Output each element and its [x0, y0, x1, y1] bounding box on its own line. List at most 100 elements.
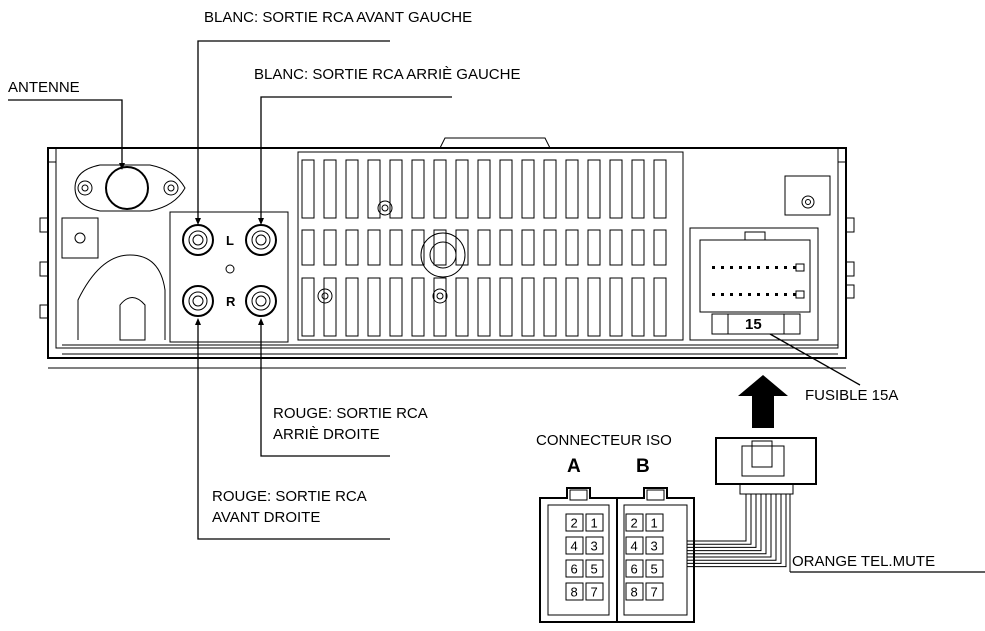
label-orange-tel-mute: ORANGE TEL.MUTE — [792, 553, 935, 570]
iso-pin: 1 — [645, 513, 664, 532]
iso-label-b: B — [636, 456, 650, 477]
iso-socket-radio — [689, 227, 819, 341]
socket-pin — [721, 293, 724, 296]
heat-sink-fin — [609, 159, 623, 337]
harness-wire — [687, 494, 772, 558]
heat-sink-fin — [587, 159, 601, 337]
iso-pin: 5 — [645, 559, 664, 578]
iso-pin: 8 — [565, 582, 584, 601]
label-fusible: FUSIBLE 15A — [805, 387, 898, 404]
rca-front-left-jack — [182, 224, 214, 256]
harness-wire — [687, 494, 752, 545]
heat-sink-fin — [411, 159, 425, 337]
iso-pin-number: 5 — [651, 562, 658, 577]
heat-sink-fin — [323, 159, 337, 337]
label-rouge-arriere-droite-1: ROUGE: SORTIE RCA — [273, 405, 428, 422]
socket-pin — [712, 266, 715, 269]
fuse-value: 15 — [745, 316, 762, 333]
iso-pin-number: 8 — [631, 585, 638, 600]
socket-pin — [766, 266, 769, 269]
iso-pin: 6 — [625, 559, 644, 578]
harness-wire — [687, 494, 757, 548]
harness-wire — [687, 494, 777, 561]
harness-plug — [715, 437, 817, 495]
iso-pin-number: 4 — [571, 539, 578, 554]
socket-pin — [730, 266, 733, 269]
iso-pin-number: 3 — [591, 539, 598, 554]
iso-pin: 3 — [645, 536, 664, 555]
label-rouge-avant-droite-1: ROUGE: SORTIE RCA — [212, 488, 367, 505]
antenna-socket — [74, 164, 186, 212]
insert-arrow — [738, 375, 788, 428]
label-blanc-arriere-gauche: BLANC: SORTIE RCA ARRIÈ GAUCHE — [254, 66, 520, 83]
heat-sink-fin — [345, 159, 359, 337]
harness-wire — [687, 494, 767, 555]
iso-pin: 1 — [585, 513, 604, 532]
heat-sink-fin — [455, 159, 469, 337]
heat-sink-fin — [433, 159, 447, 337]
socket-pin — [784, 293, 787, 296]
iso-pin-number: 1 — [651, 516, 658, 531]
socket-pin — [766, 293, 769, 296]
rca-right-letter: R — [226, 294, 236, 309]
iso-pin: 8 — [625, 582, 644, 601]
socket-pin — [775, 293, 778, 296]
harness-wire — [687, 494, 787, 568]
iso-pin-number: 4 — [631, 539, 638, 554]
iso-pin: 2 — [625, 513, 644, 532]
iso-pin-number: 7 — [591, 585, 598, 600]
iso-pin-number: 2 — [571, 516, 578, 531]
socket-pin — [793, 293, 796, 296]
iso-pin: 4 — [565, 536, 584, 555]
label-antenne: ANTENNE — [8, 79, 80, 96]
radio-chassis — [39, 137, 855, 369]
socket-pin — [784, 266, 787, 269]
iso-pin-number: 5 — [591, 562, 598, 577]
rca-front-right-jack — [182, 285, 214, 317]
callout-lines — [8, 40, 861, 540]
heat-sink-fin — [543, 159, 557, 337]
socket-pin — [748, 293, 751, 296]
iso-label-a: A — [567, 456, 581, 477]
label-rouge-avant-droite-2: AVANT DROITE — [212, 509, 320, 526]
harness-wire — [687, 494, 762, 552]
heat-sink-fin — [301, 159, 315, 337]
rca-panel: L R — [169, 211, 289, 343]
iso-pin: 7 — [585, 582, 604, 601]
heat-sink-fin — [631, 159, 645, 337]
harness-wire — [687, 494, 747, 542]
fuse: 15 — [745, 316, 762, 333]
heat-sink-fin — [389, 159, 403, 337]
iso-pin: 2 — [565, 513, 584, 532]
iso-pin: 6 — [565, 559, 584, 578]
cable-boss — [77, 254, 166, 341]
rca-left-letter: L — [226, 233, 234, 248]
iso-pin-number: 6 — [631, 562, 638, 577]
socket-pin — [757, 266, 760, 269]
callout-arrowheads — [119, 163, 264, 325]
socket-pin — [721, 266, 724, 269]
iso-pin: 3 — [585, 536, 604, 555]
label-blanc-avant-gauche: BLANC: SORTIE RCA AVANT GAUCHE — [204, 9, 472, 26]
socket-pin — [775, 266, 778, 269]
iso-pin-number: 8 — [571, 585, 578, 600]
heat-sink-fin — [477, 159, 491, 337]
socket-pin — [748, 266, 751, 269]
iso-pin-number: 7 — [651, 585, 658, 600]
iso-pin: 7 — [645, 582, 664, 601]
heat-sink-fin — [367, 159, 381, 337]
socket-pin — [730, 293, 733, 296]
iso-pin: 5 — [585, 559, 604, 578]
iso-pin: 4 — [625, 536, 644, 555]
rca-rear-left-jack — [245, 224, 277, 256]
heat-sink-fin — [565, 159, 579, 337]
socket-pin — [793, 266, 796, 269]
heat-sink-fin — [499, 159, 513, 337]
socket-pin — [712, 293, 715, 296]
label-connecteur-iso: CONNECTEUR ISO — [536, 432, 672, 449]
iso-pin-number: 1 — [591, 516, 598, 531]
socket-pin — [739, 293, 742, 296]
heat-sink-fin — [653, 159, 667, 337]
heat-sink-fin — [521, 159, 535, 337]
